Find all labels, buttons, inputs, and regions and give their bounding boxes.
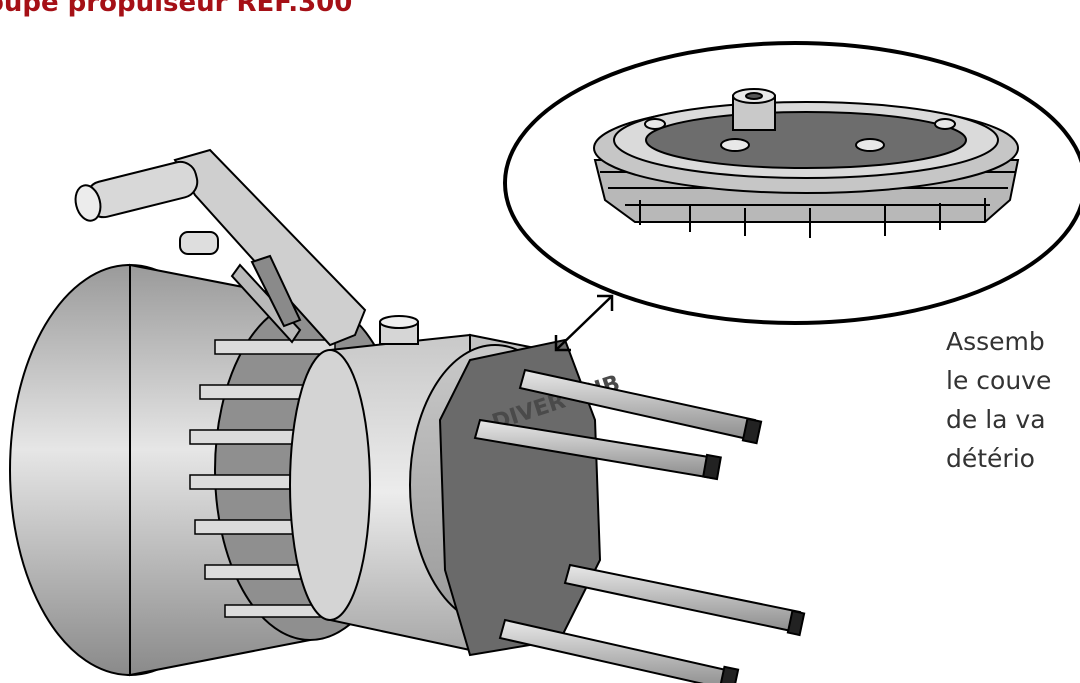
title-text: oupe propulseur REF.300	[0, 0, 353, 18]
rod-2	[473, 418, 722, 481]
caption-line: détério	[946, 444, 1035, 473]
rod-4	[498, 618, 740, 683]
threaded-rods	[473, 368, 806, 683]
caption-line: de la va	[946, 405, 1046, 434]
rod-1	[518, 368, 763, 445]
detail-cover-ring	[593, 88, 1020, 238]
rod-3	[563, 563, 806, 637]
handle-assembly	[74, 148, 367, 347]
caption-line: Assemb	[946, 327, 1045, 356]
caption-block: Assemb le couve de la va détério	[946, 322, 1051, 478]
caption-line: le couve	[946, 366, 1052, 395]
double-arrow-icon	[554, 294, 614, 352]
